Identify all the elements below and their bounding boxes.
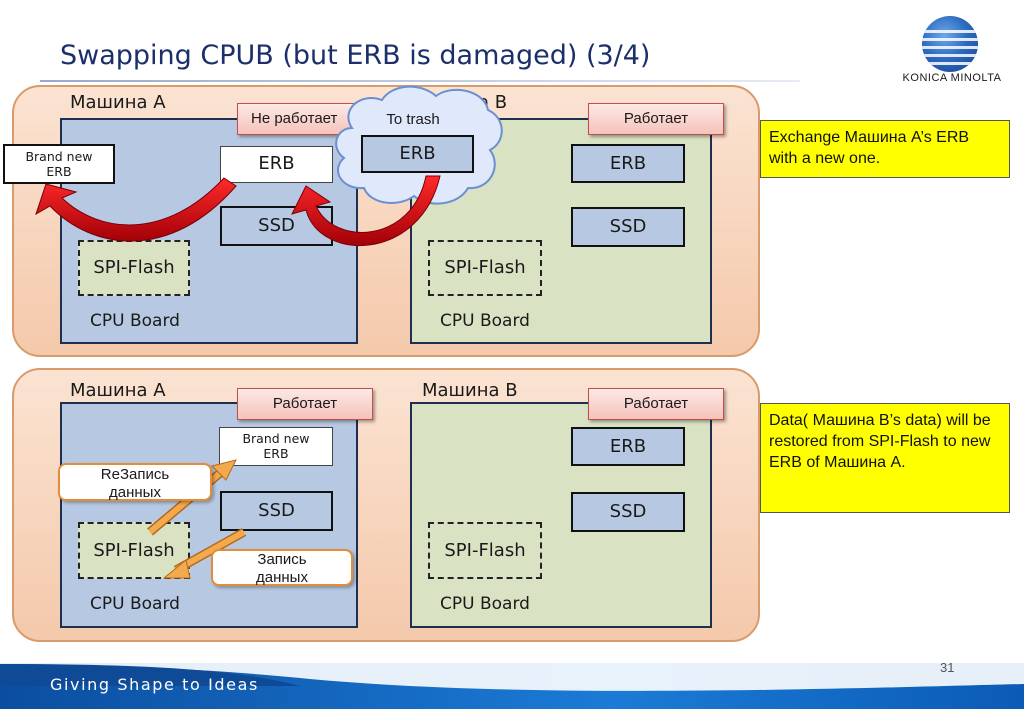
page-number: 31 [940,660,955,675]
top-spi-flash-a: SPI-Flash [78,240,190,296]
top-status-badge-b: Работает [588,103,724,135]
bottom-spi-flash-b: SPI-Flash [428,522,542,579]
red-curved-arrow-right [291,175,441,247]
trash-label: To trash [386,111,440,128]
bottom-erb-b: ERB [571,427,685,466]
bottom-ssd-b: SSD [571,492,685,532]
logo-wordmark: KONICA MINOLTA [902,72,1002,84]
top-erb-b: ERB [571,144,685,183]
bottom-cpu-board-label-a: CPU Board [90,594,180,614]
bottom-spi-flash-a: SPI-Flash [78,522,190,579]
footer-slogan: Giving Shape to Ideas [50,675,259,694]
bottom-machine-a-label: Машина A [70,380,166,401]
top-ssd-b: SSD [571,207,685,247]
bottom-note-box: Data( Машина B’s data) will be restored … [760,403,1010,513]
orange-arrow-down [162,528,247,579]
bottom-ssd-a: SSD [220,491,333,531]
top-note-box: Exchange Машина A’s ERB with a new one. [760,120,1010,178]
page-title: Swapping CPUB (but ERB is damaged) (3/4) [60,40,651,71]
trash-erb: ERB [361,135,474,173]
write-data-callout: Запись данных [211,549,353,586]
title-divider [40,80,800,82]
bottom-status-badge-b: Работает [588,388,724,420]
top-machine-a-label: Машина A [70,92,166,113]
rewrite-data-callout: ReЗапись данных [58,463,212,501]
top-spi-flash-b: SPI-Flash [428,240,542,296]
top-brand-new-erb: Brand new ERB [3,144,115,184]
top-cpu-board-label-b: CPU Board [440,311,530,331]
bottom-cpu-board-label-b: CPU Board [440,594,530,614]
top-cpu-board-label-a: CPU Board [90,311,180,331]
bottom-brand-new-erb: Brand new ERB [219,427,333,466]
bottom-machine-b-label: Машина B [422,380,518,401]
top-erb-a: ERB [220,146,333,183]
konica-minolta-globe-icon [922,16,978,72]
bottom-status-badge-a: Работает [237,388,373,420]
red-curved-arrow-left [35,177,237,242]
